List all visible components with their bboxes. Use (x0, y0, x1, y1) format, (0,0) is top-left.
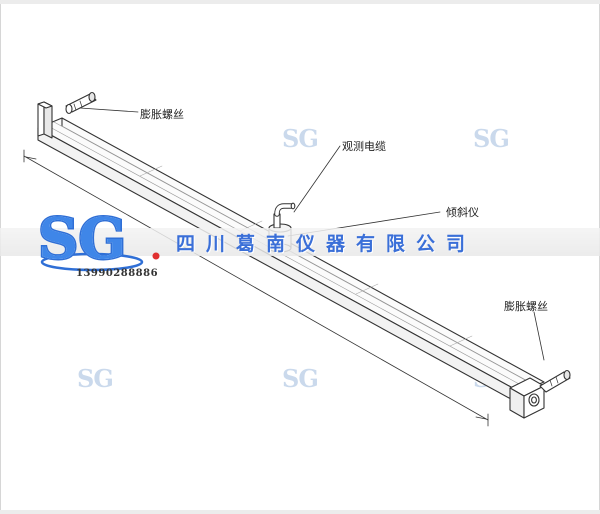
label-inclinometer: 倾斜仪 (446, 206, 479, 219)
sg-logo: SG SG (37, 206, 160, 272)
watermark: SG (77, 364, 114, 393)
banner-band (0, 228, 600, 256)
watermark: SG (473, 124, 510, 153)
watermark: SG (282, 364, 319, 393)
left-end-bracket (37, 101, 53, 139)
dimension-line (23, 149, 489, 427)
expansion-bolt-top (65, 91, 97, 115)
right-end-box (509, 377, 545, 419)
logo-phone: 13990288886 (76, 268, 159, 279)
company-banner: 四川葛南仪器有限公司 (176, 233, 477, 255)
bottom-border-strip (0, 510, 600, 514)
label-expansion-bolt-top: 膨胀螺丝 (140, 108, 184, 121)
logo-mark-fill: SG (38, 206, 126, 272)
label-observation-cable: 观测电缆 (342, 140, 386, 153)
logo-mark: SG (38, 206, 126, 272)
expansion-bolt-bottom (539, 369, 571, 393)
top-border-strip (0, 0, 600, 4)
watermark: SG (282, 124, 319, 153)
label-expansion-bolt-bottom: 膨胀螺丝 (504, 300, 548, 313)
logo-dot (152, 252, 160, 260)
